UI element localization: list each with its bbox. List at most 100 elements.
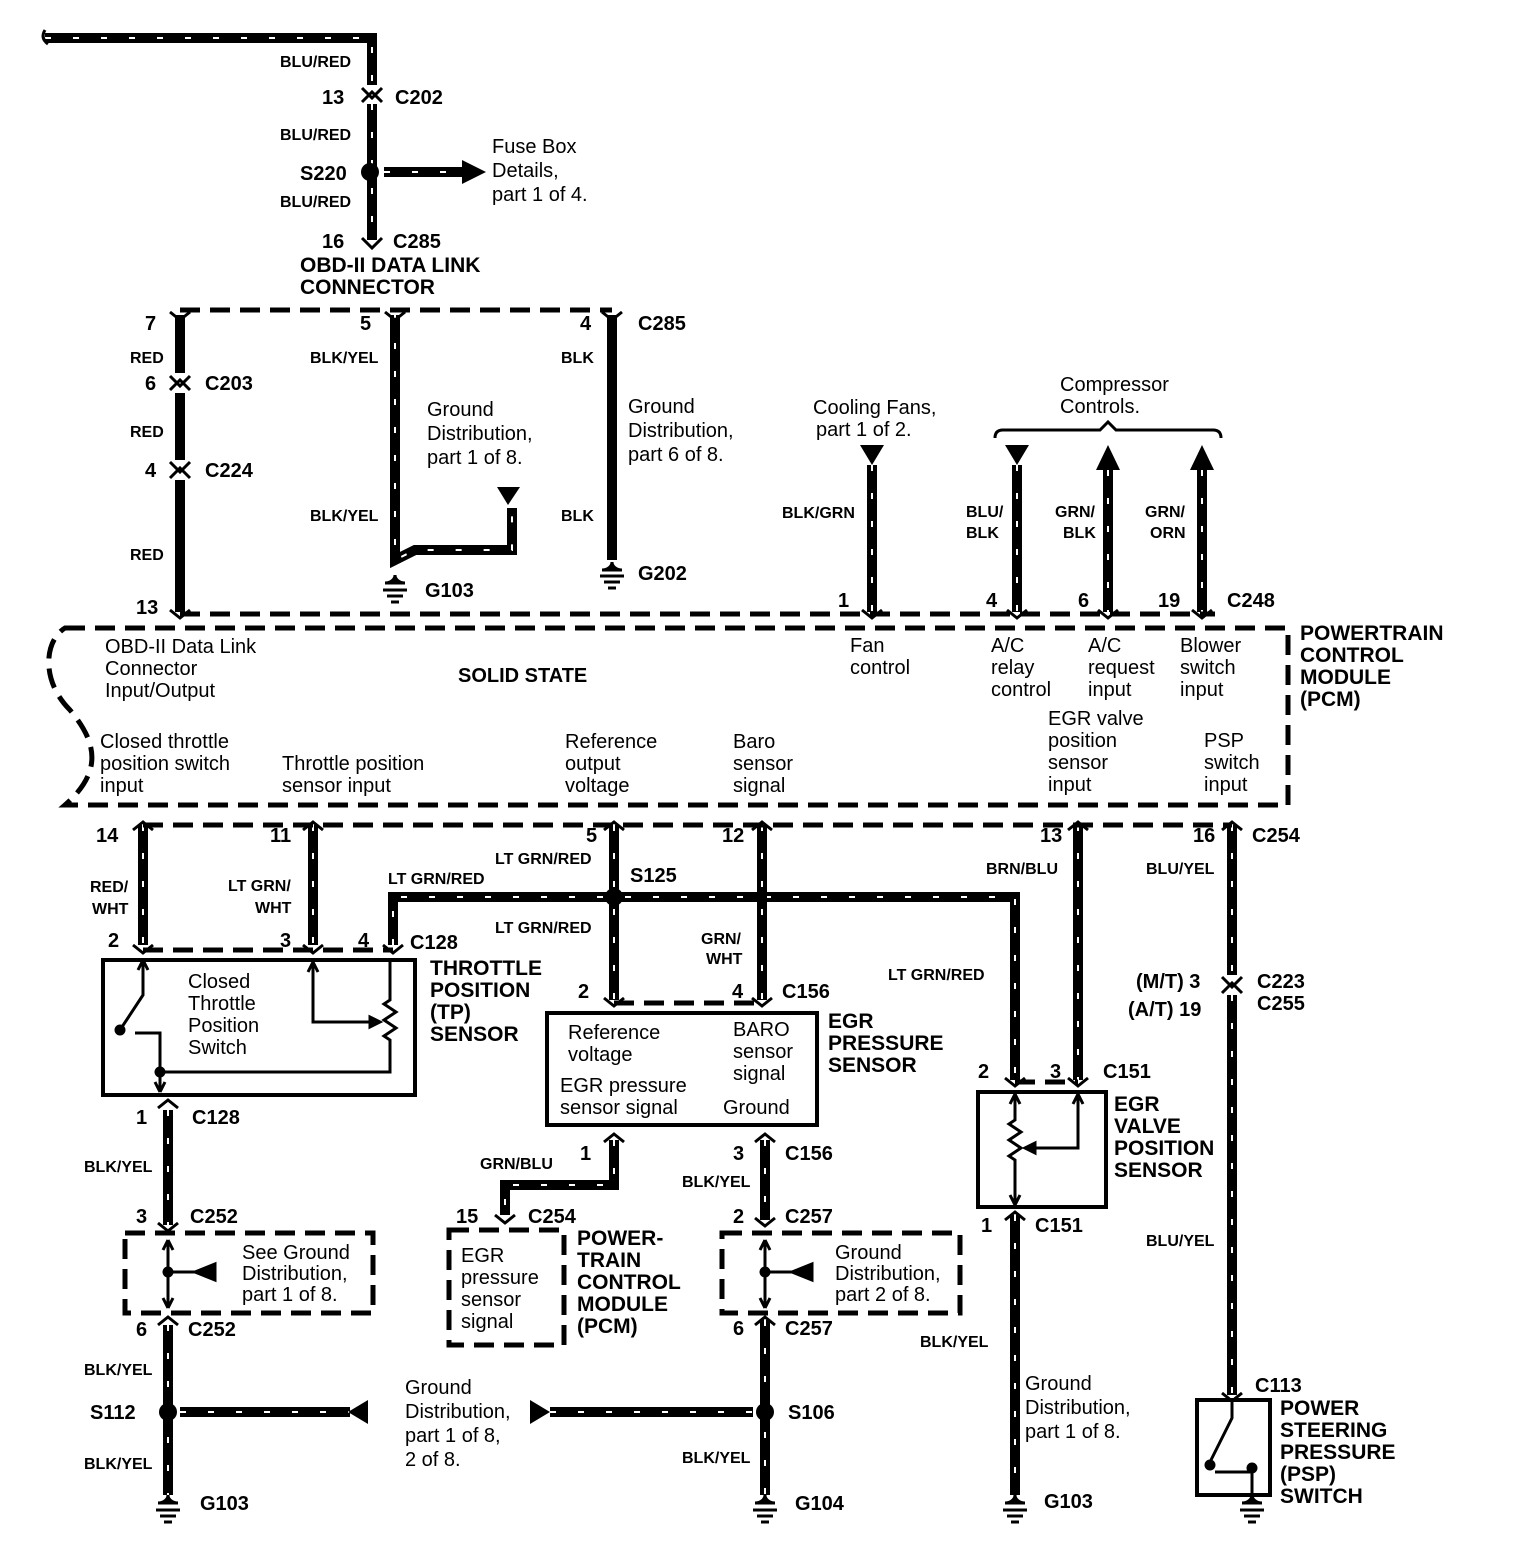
pin-label: 1	[580, 1143, 591, 1165]
wires	[45, 33, 1237, 1495]
pin-label: 16	[1193, 825, 1215, 847]
tp-title: (TP)	[430, 1001, 471, 1024]
connector-forks	[132, 86, 1244, 1403]
wire-label: BLK	[966, 525, 999, 542]
pin-label: 4	[732, 981, 744, 1003]
s106-splice	[756, 1403, 774, 1421]
splices	[159, 163, 774, 1421]
pin-label: 2	[108, 930, 119, 952]
wire-label: BLU/YEL	[1146, 1233, 1215, 1250]
pcm-small-box	[446, 1227, 567, 1348]
pcm-label: input	[1088, 679, 1132, 701]
ground-ref: Distribution,	[427, 423, 533, 445]
wire-label: BLK/YEL	[920, 1334, 989, 1351]
wire-label: LT GRN/RED	[495, 851, 592, 868]
pcm-small-title: (PCM)	[577, 1315, 638, 1338]
egr-pressure-label: voltage	[568, 1044, 633, 1066]
wire-label: BRN/BLU	[986, 861, 1058, 878]
wire-label: BLU/	[966, 504, 1004, 521]
pcm-label: Fan	[850, 635, 884, 657]
pcm-label: position	[1048, 730, 1117, 752]
internal-circuits	[114, 959, 1258, 1495]
pin-label: 6	[145, 373, 156, 395]
compressor-ref: Controls.	[1060, 396, 1140, 418]
splice-label: S220	[300, 163, 347, 185]
ground-ref: part 2 of 8.	[835, 1284, 931, 1306]
wire-label: WHT	[706, 951, 743, 968]
pin-label: 3	[136, 1206, 147, 1228]
wire-label: BLK/YEL	[84, 1456, 153, 1473]
s112-splice	[159, 1403, 177, 1421]
wire-label: GRN/	[701, 931, 742, 948]
pcm-label: relay	[991, 657, 1034, 679]
wire-label: BLU/RED	[280, 127, 351, 144]
fuse-ref: Details,	[492, 160, 559, 182]
pin-label: 1	[136, 1107, 147, 1129]
compressor-bracket	[993, 419, 1223, 439]
wire-top-supply	[45, 33, 377, 85]
wire-label: LT GRN/	[228, 878, 291, 895]
pcm-label: Input/Output	[105, 680, 216, 702]
wire-label: GRN/	[1145, 504, 1186, 521]
ground-label: G103	[200, 1493, 249, 1515]
ground-label: G103	[425, 580, 474, 602]
pcm-label: PSP	[1204, 730, 1244, 752]
egr-pressure-box	[545, 1011, 819, 1127]
pcm-small-label: signal	[461, 1311, 513, 1333]
tp-title: THROTTLE	[430, 957, 542, 980]
tp-title: POSITION	[430, 979, 530, 1002]
tp-sensor-box	[101, 958, 417, 1097]
pin-label: 19	[1158, 590, 1180, 612]
connector-label: C257	[785, 1318, 833, 1340]
egr-pressure-title: SENSOR	[828, 1054, 917, 1077]
pcm-label: Connector	[105, 658, 198, 680]
wire-label: BLK/GRN	[782, 505, 855, 522]
tp-label: Position	[188, 1015, 259, 1037]
pcm-label: sensor	[1048, 752, 1108, 774]
egr-pressure-title: EGR	[828, 1010, 874, 1033]
pin-label: 13	[1040, 825, 1062, 847]
pin-label: 4	[580, 313, 592, 335]
splice-label: S125	[630, 865, 677, 887]
down-arrow-icon	[860, 445, 884, 465]
s125-splice	[605, 888, 623, 906]
ground-ref: Distribution,	[242, 1263, 348, 1285]
wire-label: LT GRN/RED	[495, 920, 592, 937]
connector-label: C285	[393, 231, 441, 253]
egr-pressure-title: PRESSURE	[828, 1032, 944, 1055]
ground-ref: Distribution,	[835, 1263, 941, 1285]
pcm-title: (PCM)	[1300, 688, 1361, 711]
pin-label: 14	[96, 825, 119, 847]
psp-title: POWER	[1280, 1397, 1359, 1420]
egr-valve-title: VALVE	[1114, 1115, 1181, 1138]
ground-label: G103	[1044, 1491, 1093, 1513]
wire-label: BLK/YEL	[310, 350, 379, 367]
ground-icon	[156, 1494, 180, 1524]
pcm-label: switch	[1204, 752, 1260, 774]
wire-label: BLU/RED	[280, 54, 351, 71]
pcm-label: Baro	[733, 731, 775, 753]
tp-label: Switch	[188, 1037, 247, 1059]
wire-label: BLK/YEL	[310, 508, 379, 525]
wire-label: BLK	[561, 508, 594, 525]
fuse-ref: part 1 of 4.	[492, 184, 588, 206]
connector-label: C203	[205, 373, 253, 395]
egr-pressure-label: BARO	[733, 1019, 790, 1041]
ground-ref: Distribution,	[628, 420, 734, 442]
ground-icon	[753, 1494, 777, 1524]
wire-label: BLK/YEL	[682, 1174, 751, 1191]
ground-ref: part 1 of 8.	[242, 1284, 338, 1306]
ground-icon	[1003, 1494, 1027, 1524]
ground-ref: part 1 of 8,	[405, 1425, 501, 1447]
pin-label: 16	[322, 231, 344, 253]
labels: BLU/RED 13 C202 BLU/RED S220 BLU/RED 16 …	[84, 54, 1444, 1515]
pin-label: 13	[322, 87, 344, 109]
ground-icon	[383, 574, 407, 604]
dlc-title: CONNECTOR	[300, 276, 435, 299]
pin-label: 5	[360, 313, 371, 335]
up-arrow-icon	[1190, 445, 1214, 470]
pcm-label: sensor	[733, 753, 793, 775]
c257-box	[719, 1230, 963, 1316]
connector-label: C255	[1257, 993, 1305, 1015]
